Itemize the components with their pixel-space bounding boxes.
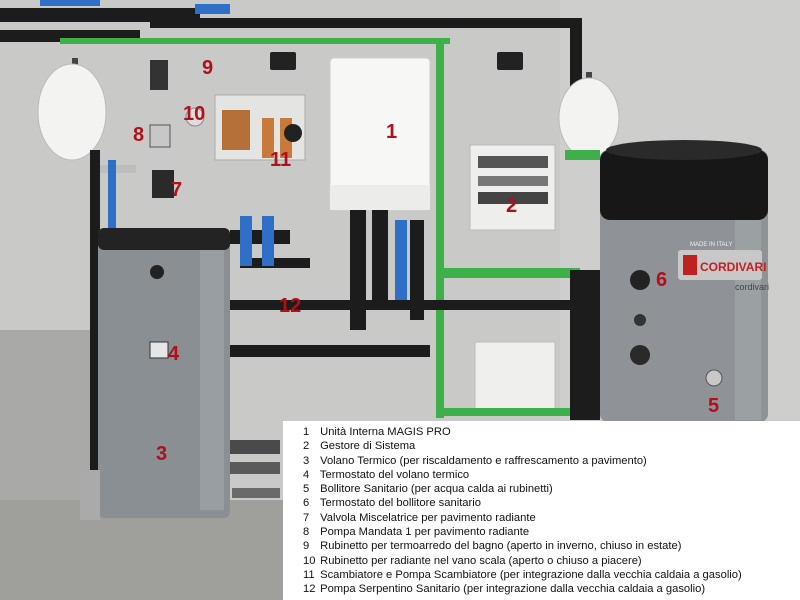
wall-lamp-right [497,52,523,70]
label-10: 10 [183,103,206,125]
legend-number: 7 [303,511,310,524]
label-9: 9 [202,57,214,79]
legend-item: 6 Termostato del bollitore sanitario [303,496,800,510]
label-8: 8 [133,124,145,146]
lower-pipes [80,440,280,520]
pump-group-panel [214,94,306,161]
legend-text: Pompa Serpentino Sanitario (per integraz… [320,583,706,596]
legend-item: 7 Valvola Miscelatrice per pavimento rad… [303,511,800,525]
legend-number: 3 [303,454,310,467]
middle-pipes [90,150,600,500]
buffer-tank [98,228,230,518]
legend-text: Volano Termico (per riscaldamento e raff… [320,454,647,467]
legend-item: 2 Gestore di Sistema [303,439,800,453]
legend-number: 4 [303,468,310,481]
cordivari-logo: CORDIVARI [700,260,766,274]
label-1: 1 [386,121,398,143]
junction-box [474,341,556,411]
legend-number: 8 [303,526,310,539]
legend-list: 1 Unità Interna MAGIS PRO 2 Gestore di S… [283,421,800,597]
legend-item: 11 Scambiatore e Pompa Scambiatore (per … [303,568,800,582]
legend-number: 5 [303,483,310,496]
legend-text: Rubinetto per termoarredo del bagno (ape… [320,540,682,553]
wall-lamp-left [270,52,296,70]
legend-text: Gestore di Sistema [320,440,416,453]
legend-panel: 1 Unità Interna MAGIS PRO 2 Gestore di S… [283,421,800,600]
legend-item: 10 Rubinetto per radiante nel vano scala… [303,554,800,568]
label-3: 3 [156,443,168,465]
legend-number: 9 [303,540,310,553]
label-12: 12 [279,295,302,317]
indoor-unit [329,57,431,211]
label-4: 4 [168,343,180,365]
label-2: 2 [506,195,518,217]
legend-text: Scambiatore e Pompa Scambiatore (per int… [320,568,742,581]
dhw-tank: CORDIVARI MADE IN ITALY cordivari [600,140,769,422]
legend-text: Unità Interna MAGIS PRO [320,426,451,438]
legend-item: 5 Bollitore Sanitario (per acqua calda a… [303,482,800,496]
label-7: 7 [171,179,183,201]
label-11: 11 [270,149,292,171]
legend-number: 6 [303,497,310,510]
made-in-italy-text: MADE IN ITALY [690,242,732,248]
legend-number: 10 [303,554,316,567]
legend-number: 12 [303,583,316,596]
legend-item: 9 Rubinetto per termoarredo del bagno (a… [303,539,800,553]
system-manager-box [469,144,556,231]
legend-item: 12 Pompa Serpentino Sanitario (per integ… [303,582,800,596]
legend-item: 1 Unità Interna MAGIS PRO [303,425,800,439]
legend-number: 1 [303,426,310,438]
legend-item: 3 Volano Termico (per riscaldamento e ra… [303,454,800,468]
legend-text: Valvola Miscelatrice per pavimento radia… [320,511,536,524]
expansion-vessel-left [37,58,107,161]
cordivari-sub-text: cordivari [735,282,769,292]
label-5: 5 [708,395,720,417]
legend-text: Bollitore Sanitario (per acqua calda ai … [320,483,553,496]
legend-text: Termostato del volano termico [319,468,470,481]
legend-text: Pompa Mandata 1 per pavimento radiante [320,526,530,539]
legend-text: Termostato del bollitore sanitario [319,497,481,510]
legend-item: 8 Pompa Mandata 1 per pavimento radiante [303,525,800,539]
top-pipes [0,0,582,418]
legend-item: 4 Termostato del volano termico [303,468,800,482]
legend-number: 11 [303,568,315,581]
legend-text: Rubinetto per radiante nel vano scala (a… [320,554,642,567]
label-6: 6 [656,269,668,291]
legend-number: 2 [303,440,310,453]
